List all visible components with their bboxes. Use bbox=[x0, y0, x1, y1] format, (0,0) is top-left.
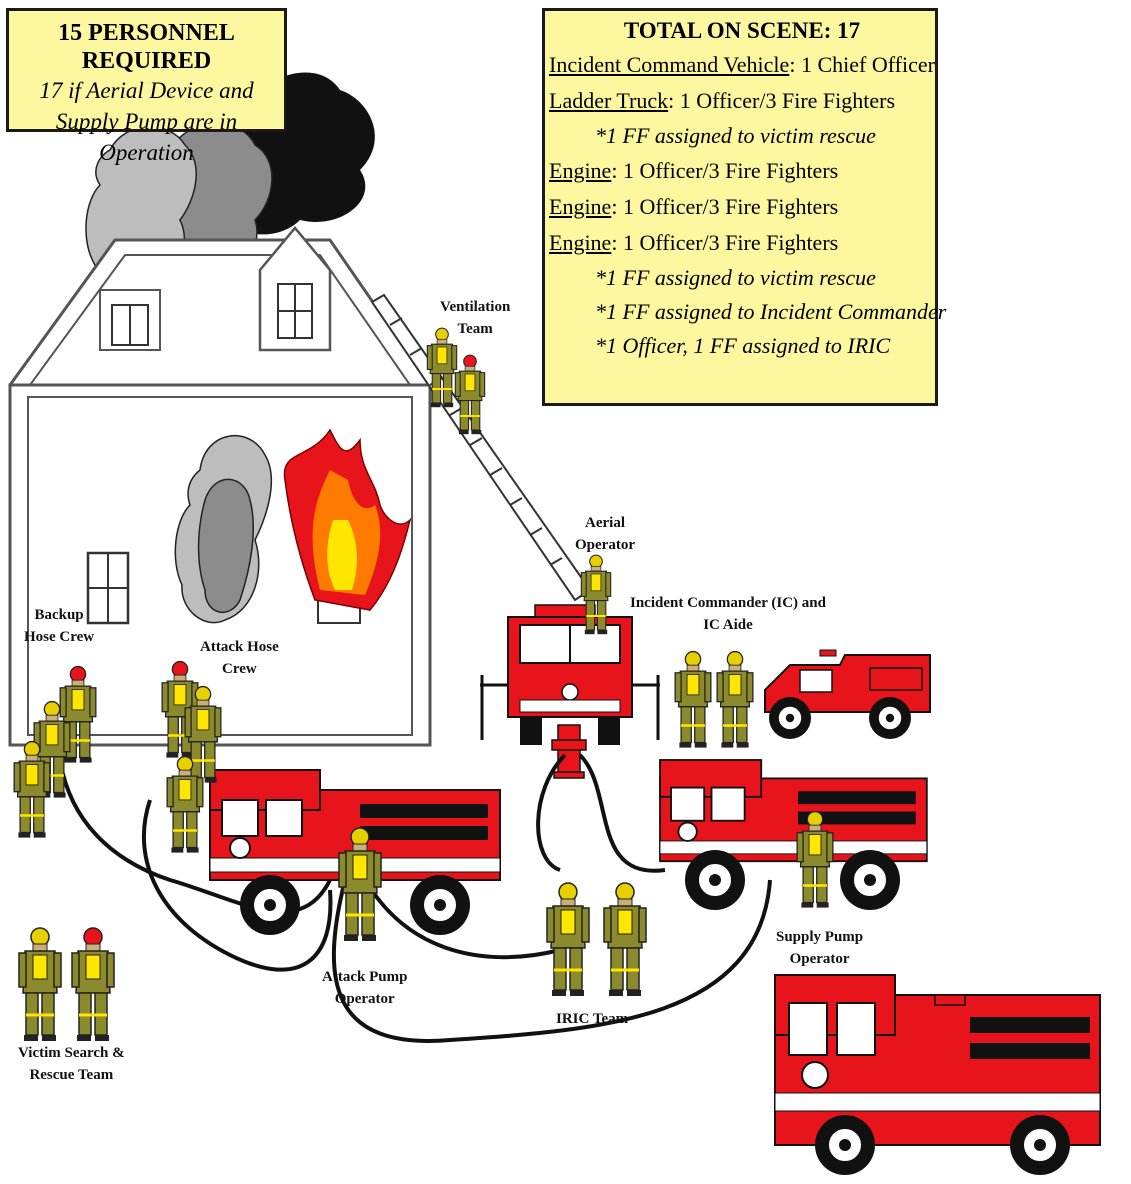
label-incident-commander: Incident Commander (IC) and IC Aide bbox=[630, 592, 826, 636]
iric-team bbox=[545, 881, 648, 998]
label-backup-line-1: Backup bbox=[34, 607, 84, 623]
personnel-required-line-2: 17 if Aerial Device and bbox=[39, 78, 254, 103]
label-supply-pump-operator: Supply Pump Operator bbox=[776, 926, 863, 970]
personnel-required-box: 15 PERSONNEL REQUIRED 17 if Aerial Devic… bbox=[6, 8, 287, 165]
personnel-required-title: 15 PERSONNEL REQUIRED bbox=[58, 20, 235, 74]
total-row-text: : 1 Officer/3 Fire Fighters bbox=[611, 230, 839, 255]
label-ventilation-team: Ventilation Team bbox=[440, 296, 510, 340]
label-victim-line-1: Victim Search & bbox=[18, 1045, 125, 1061]
total-row: Engine: 1 Officer/3 Fire Fighters bbox=[549, 153, 935, 189]
ic-team bbox=[673, 650, 755, 749]
label-attack-pump-line-2: Operator bbox=[334, 991, 395, 1007]
label-victim-line-2: Rescue Team bbox=[29, 1067, 114, 1083]
label-ic-line-2: IC Aide bbox=[703, 617, 753, 633]
total-row-text: : 1 Officer/3 Fire Fighters bbox=[668, 88, 896, 113]
total-row-label: Incident Command Vehicle bbox=[549, 52, 790, 77]
label-attack-hose-crew: Attack Hose Crew bbox=[200, 636, 279, 680]
hydrant bbox=[551, 724, 587, 779]
personnel-required-line-3: Supply Pump are in Operation bbox=[55, 109, 238, 165]
label-aerial-operator: Aerial Operator bbox=[575, 512, 635, 556]
total-row-note: *1 FF assigned to victim rescue bbox=[595, 123, 876, 148]
flame bbox=[283, 428, 412, 611]
label-ventilation-line-1: Ventilation bbox=[440, 299, 511, 315]
label-attack-pump-operator: Attack Pump Operator bbox=[322, 966, 407, 1010]
victim-search-team bbox=[17, 926, 116, 1043]
total-row-note: *1 FF assigned to Incident Commander bbox=[595, 299, 947, 324]
total-row: Engine: 1 Officer/3 Fire Fighters bbox=[549, 225, 935, 261]
supply-engine bbox=[659, 759, 928, 911]
total-row-label: Engine bbox=[549, 230, 612, 255]
label-attack-hose-line-2: Crew bbox=[222, 661, 257, 677]
ladder-truck bbox=[480, 604, 660, 745]
label-supply-line-1: Supply Pump bbox=[776, 929, 864, 945]
total-on-scene-title: TOTAL ON SCENE: 17 bbox=[623, 18, 861, 43]
label-iric-team: IRIC Team bbox=[556, 1011, 629, 1027]
label-ventilation-line-2: Team bbox=[457, 321, 493, 337]
total-row-note: *1 FF assigned to victim rescue bbox=[595, 265, 876, 290]
total-on-scene-box: TOTAL ON SCENE: 17 Incident Command Vehi… bbox=[542, 8, 947, 406]
total-row: Engine: 1 Officer/3 Fire Fighters bbox=[549, 189, 935, 225]
bottom-engine bbox=[774, 974, 1101, 1176]
incident-command-vehicle bbox=[764, 649, 931, 740]
label-backup-hose-crew: Backup Hose Crew bbox=[24, 604, 94, 648]
label-attack-hose-line-1: Attack Hose bbox=[200, 639, 279, 655]
label-aerial-line-1: Aerial bbox=[585, 515, 625, 531]
total-row-label: Ladder Truck bbox=[549, 88, 669, 113]
label-ic-line-1: Incident Commander (IC) and bbox=[630, 595, 826, 611]
label-aerial-line-2: Operator bbox=[575, 537, 635, 553]
window-smoke-core bbox=[197, 478, 255, 614]
total-row-text: : 1 Officer/3 Fire Fighters bbox=[611, 158, 839, 183]
label-supply-line-2: Operator bbox=[789, 951, 850, 967]
total-row-label: Engine bbox=[549, 194, 612, 219]
label-attack-pump-line-1: Attack Pump bbox=[322, 969, 408, 985]
total-row-label: Engine bbox=[549, 158, 612, 183]
total-row: Incident Command Vehicle: 1 Chief Office… bbox=[549, 47, 935, 83]
label-backup-line-2: Hose Crew bbox=[24, 629, 95, 645]
total-row-text: : 1 Officer/3 Fire Fighters bbox=[611, 194, 839, 219]
total-row-text: : 1 Chief Officer bbox=[789, 52, 935, 77]
total-row-note: *1 Officer, 1 FF assigned to IRIC bbox=[595, 333, 891, 358]
total-row: Ladder Truck: 1 Officer/3 Fire Fighters bbox=[549, 83, 935, 119]
label-victim-search-rescue: Victim Search & Rescue Team bbox=[18, 1042, 125, 1086]
